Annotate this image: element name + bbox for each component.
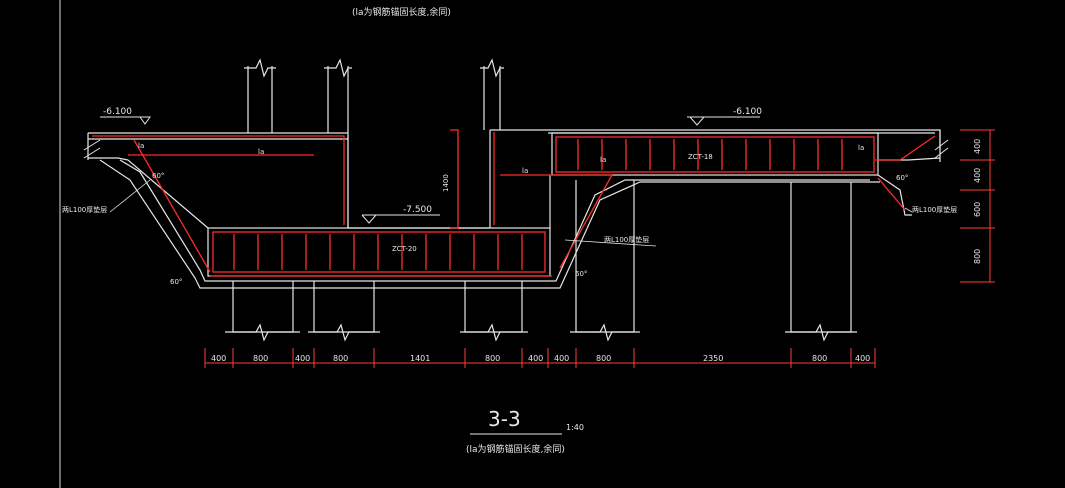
- break-mark-2: [324, 58, 352, 78]
- rebar-right-cage: [555, 136, 875, 173]
- dim-right-1: 400: [973, 168, 982, 183]
- right-slope: [877, 174, 912, 216]
- outer-bed-outline: [99, 159, 880, 289]
- break-mark-3: [480, 58, 504, 78]
- dim-bottom-9: 2350: [703, 354, 723, 363]
- dim-bottom-11: 400: [855, 354, 870, 363]
- dim-bottom-1: 800: [253, 354, 268, 363]
- bottom-dimension-line: [204, 348, 876, 368]
- bedding-right-label: 两L100厚垫层: [912, 205, 957, 214]
- angle-left-top-label: 60°: [152, 172, 164, 180]
- dim-bottom-2: 400: [295, 354, 310, 363]
- la-left-label: la: [258, 148, 264, 156]
- bedding-left-label: 两L100厚垫层: [62, 205, 107, 214]
- rebar-right-end: [875, 135, 936, 161]
- la-right-label: la: [522, 167, 528, 175]
- dim-right-3: 800: [973, 249, 982, 264]
- height-1400-label: 1400: [442, 174, 450, 192]
- dim-bottom-4: 1401: [410, 354, 430, 363]
- pile-3: [464, 281, 523, 333]
- dim-bottom-5: 800: [485, 354, 500, 363]
- dim-bottom-6: 400: [528, 354, 543, 363]
- section-note: (la为钢筋锚固长度,余同): [466, 443, 565, 455]
- dim-right-2: 600: [973, 202, 982, 217]
- dim-bottom-10: 800: [812, 354, 827, 363]
- header-note: (la为钢筋锚固长度,余同): [352, 6, 451, 18]
- left-slab-outline: [88, 132, 349, 228]
- angle-right-top-label: 60°: [896, 174, 908, 182]
- cap-right-label: ZCT-18: [688, 153, 713, 161]
- bed-outline-2: [119, 159, 870, 282]
- pile-break-3: [460, 323, 528, 342]
- dim-bottom-3: 800: [333, 354, 348, 363]
- rebar-right-diag: [877, 177, 906, 211]
- rebar-left-top: [92, 135, 345, 225]
- elev-pit-label: -7.500: [403, 205, 432, 215]
- dim-bottom-0: 400: [211, 354, 226, 363]
- rebar-right-la: [500, 174, 614, 269]
- rebar: [92, 129, 936, 277]
- elev-left-label: -6.100: [103, 107, 132, 117]
- la-right-diag-label: la: [600, 156, 606, 164]
- elev-right-label: -6.100: [733, 107, 762, 117]
- la-right-end-label: la: [858, 144, 864, 152]
- pile-5: [790, 182, 852, 333]
- right-dimensions: 400 400 600 800: [973, 139, 982, 264]
- pile-break-4: [570, 323, 640, 342]
- rebar-right-stirrups: [577, 139, 843, 170]
- elev-pit-marker: [361, 214, 377, 224]
- elev-left-marker: [100, 116, 151, 125]
- bedding-pit-label: 两L100厚垫层: [604, 235, 649, 244]
- break-mark-1: [244, 58, 276, 78]
- pile-break-1: [225, 323, 300, 342]
- rebar-pit-cage: [212, 231, 546, 273]
- bottom-dimensions: 400 800 400 800 1401 800 400 400 800 235…: [211, 354, 870, 363]
- angle-left-label: 60°: [170, 278, 182, 286]
- elev-right-marker: [689, 116, 705, 126]
- dim-bottom-8: 800: [596, 354, 611, 363]
- leader-lines: [109, 179, 913, 247]
- section-title: 3-3: [488, 407, 521, 431]
- pile-2: [313, 281, 375, 333]
- section-scale: 1:40: [566, 423, 584, 432]
- pit-cap-outline: [207, 227, 551, 277]
- angle-right-label: 60°: [575, 270, 587, 278]
- pile-break-5: [785, 323, 857, 342]
- right-cap-outline: [551, 132, 879, 176]
- rebar-left-diag: [133, 139, 211, 273]
- concrete-outline: [87, 58, 941, 342]
- elevation-marks: [100, 116, 760, 224]
- right-dimension-line: [960, 129, 995, 283]
- dim-right-0: 400: [973, 139, 982, 154]
- dim-1400-marker: [450, 129, 459, 229]
- pile-1: [232, 281, 294, 333]
- dim-bottom-7: 400: [554, 354, 569, 363]
- la-left-diag-label: la: [138, 142, 144, 150]
- cap-pit-label: ZCT-20: [392, 245, 417, 253]
- pile-break-2: [308, 323, 380, 342]
- left-slab-bottom: [88, 157, 209, 229]
- pile-4: [575, 180, 635, 333]
- rebar-pit-stirrups: [233, 234, 523, 270]
- edge-hatches: [83, 139, 949, 159]
